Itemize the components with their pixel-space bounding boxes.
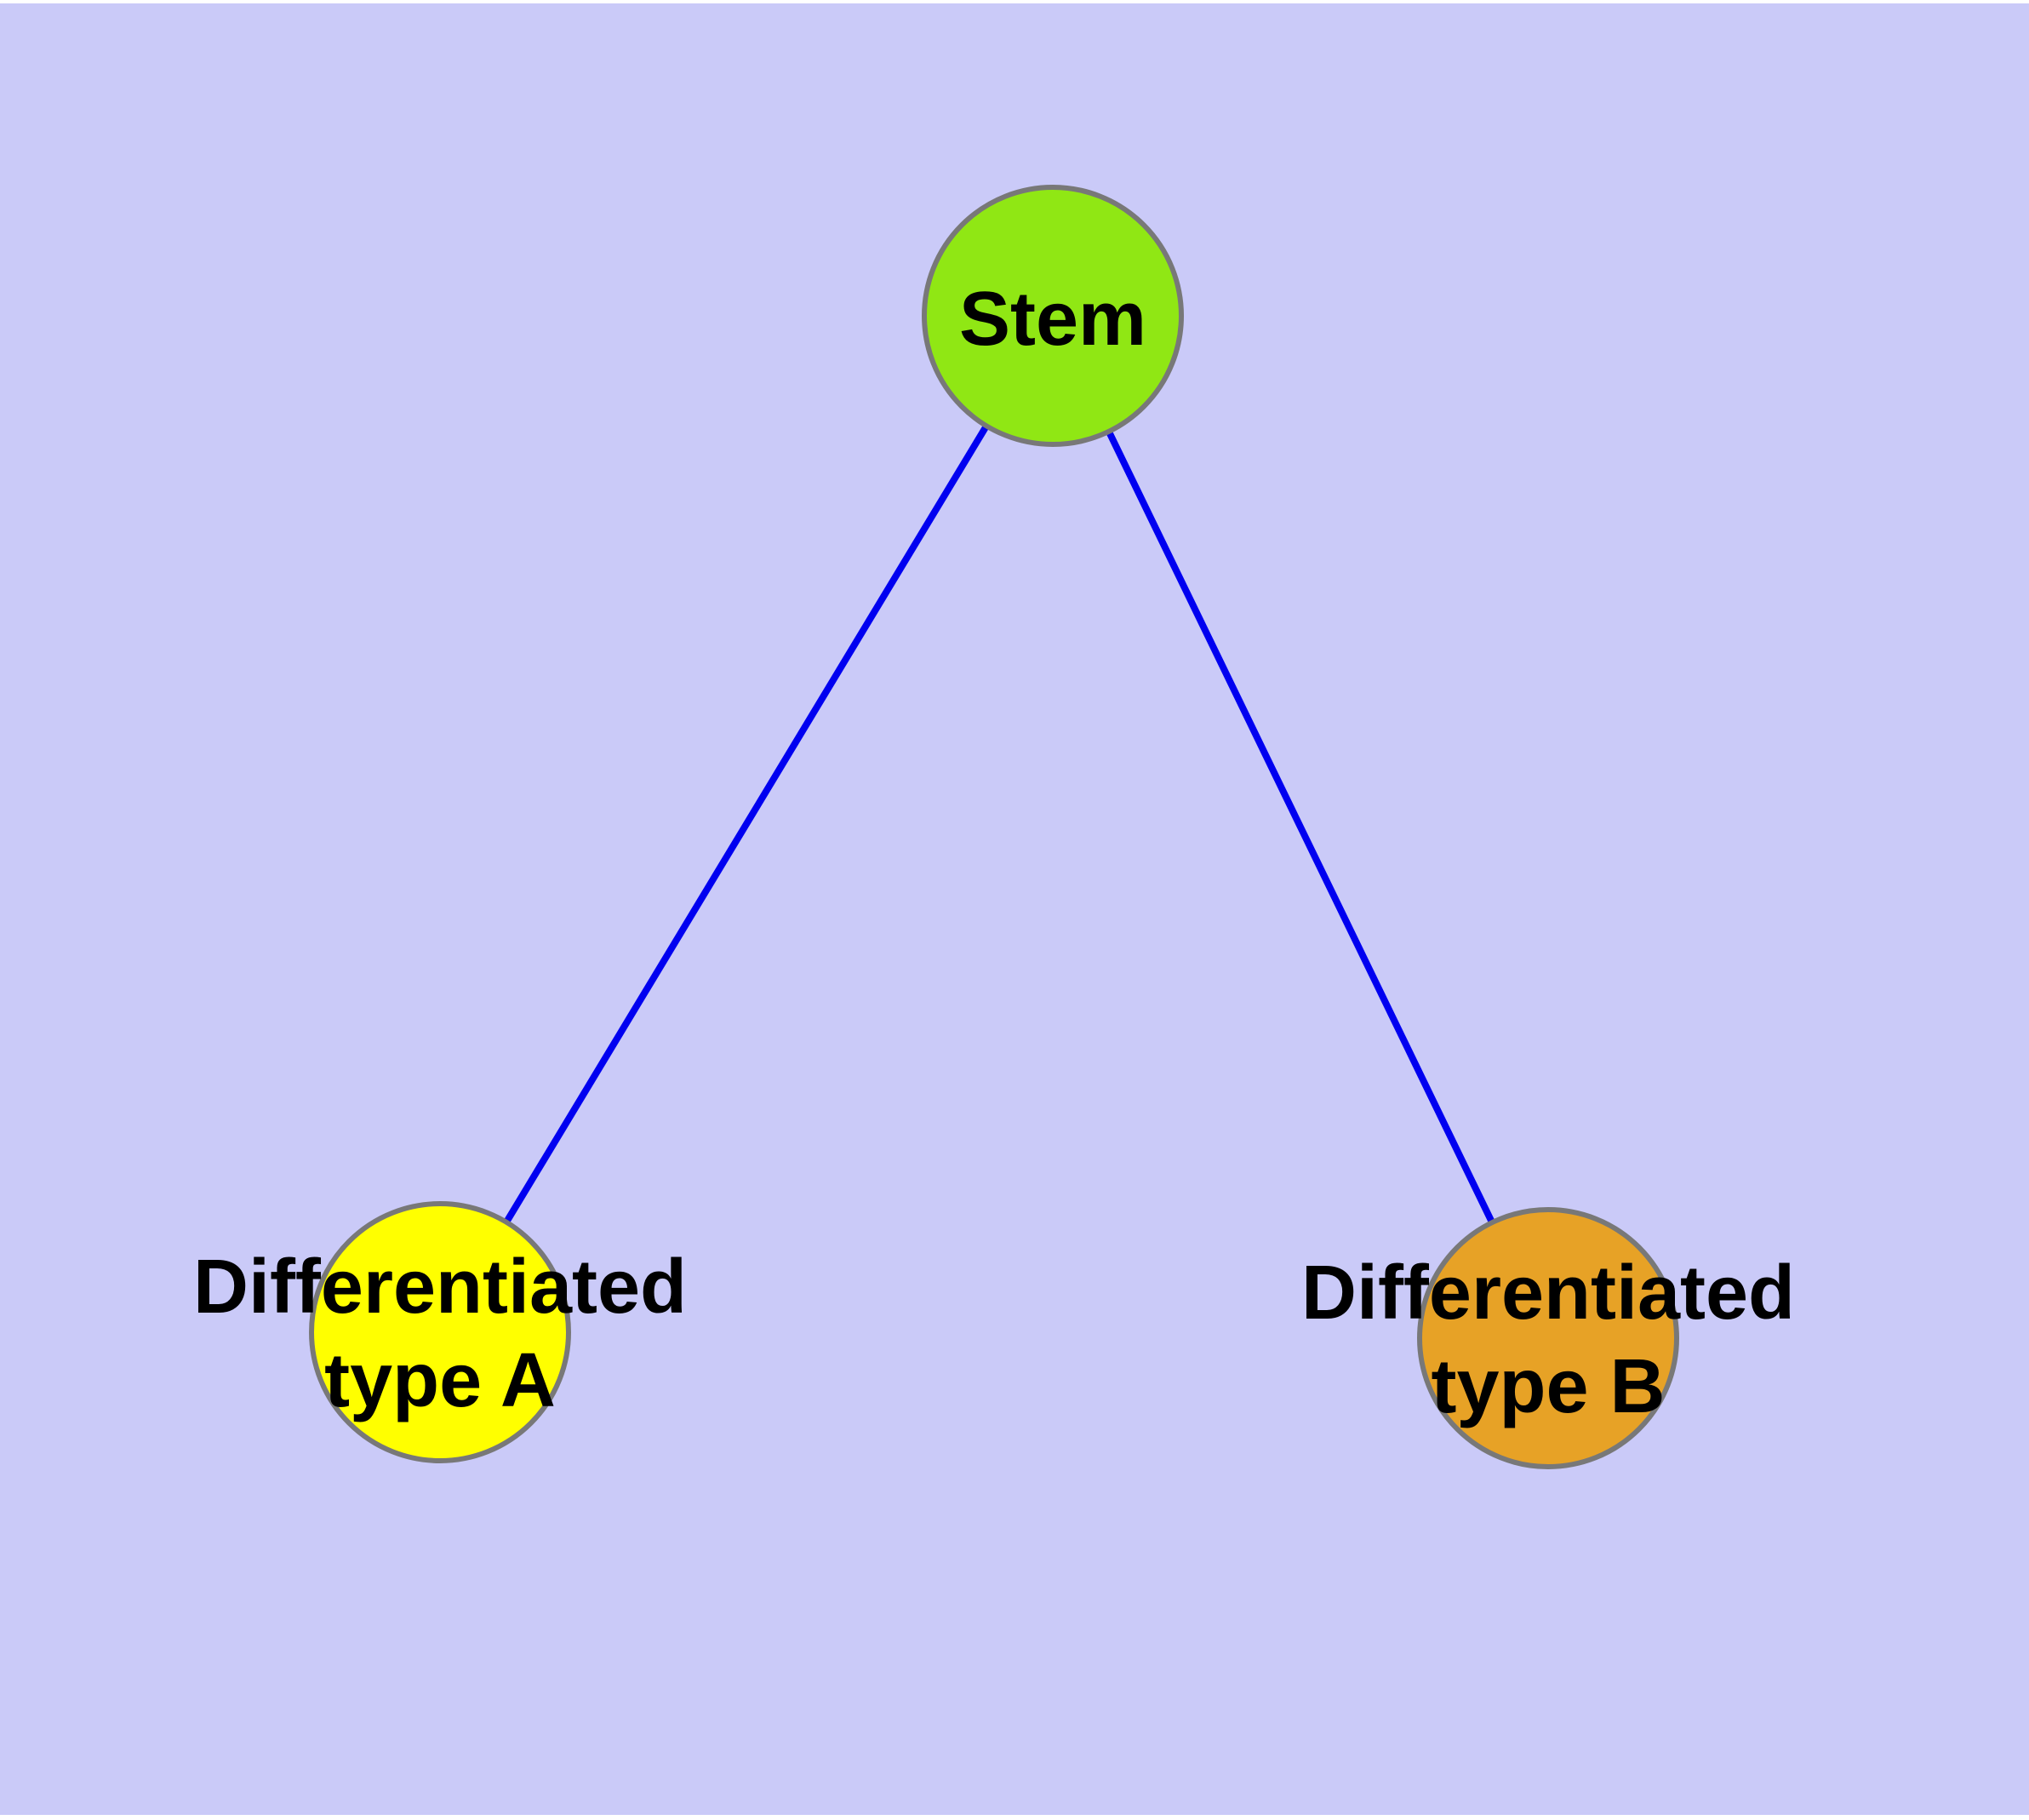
node-type-b-label-line2: type B — [1431, 1344, 1665, 1429]
edge-stem-to-type-a — [437, 313, 1056, 1335]
node-type-a-circle — [309, 1201, 571, 1463]
node-type-a-label-line2: type A — [324, 1338, 556, 1423]
node-type-b-label-line1: Differentiated — [1301, 1251, 1795, 1336]
node-stem-circle — [922, 185, 1184, 447]
node-type-a-label-line1: Differentiated — [193, 1245, 687, 1330]
node-stem-label: Stem — [959, 277, 1146, 362]
edge-stem-to-type-b — [1049, 314, 1552, 1340]
node-type-b-circle — [1417, 1207, 1679, 1469]
